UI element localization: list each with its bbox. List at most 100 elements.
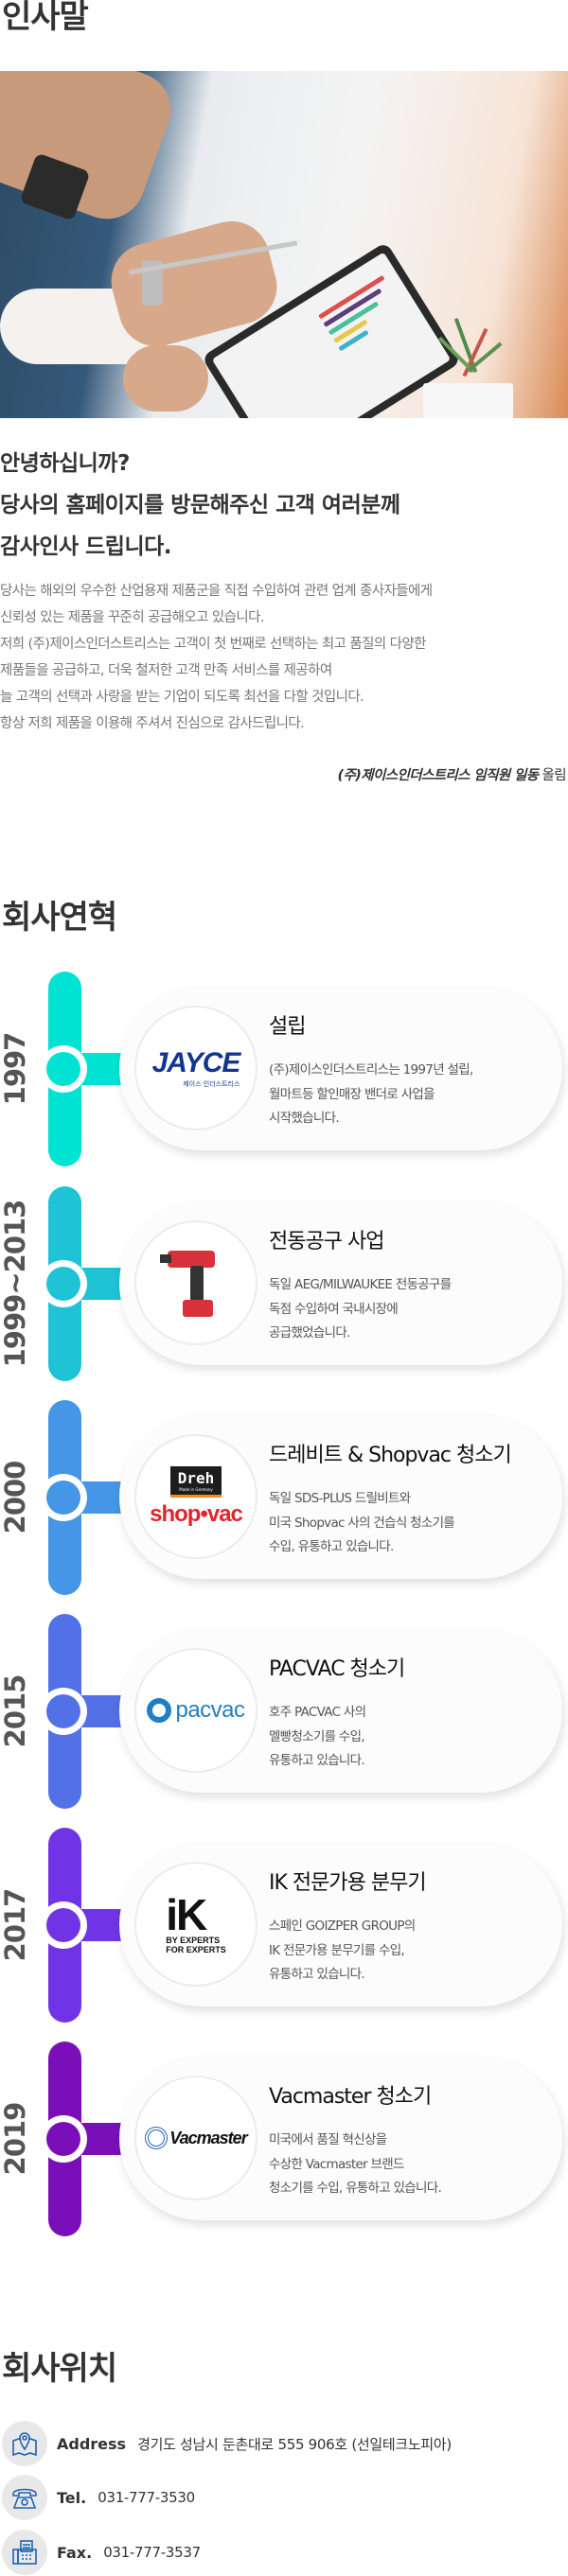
greeting-heading-line: 감사인사 드립니다. xyxy=(0,534,172,559)
signature-suffix: 올림 xyxy=(538,768,567,783)
timeline-title: 전동공구 사업 xyxy=(269,1230,384,1253)
desc-line: 독일 SDS-PLUS 드릴비트와 xyxy=(269,1491,411,1506)
desc-line: 공급했었습니다. xyxy=(269,1325,350,1341)
timeline-connector xyxy=(81,1695,123,1727)
fax-icon xyxy=(2,2530,47,2575)
desc-line: (주)제이스인더스트리스는 1997년 설립, xyxy=(269,1062,473,1078)
timeline-desc: 스페인 GOIZPER GROUP의 IK 전문가용 분무기를 수입, 유통하고… xyxy=(269,1915,416,1988)
desc-line: 독점 수입하여 국내시장에 xyxy=(269,1301,399,1317)
paragraph-line: 늘 고객의 선택과 사랑을 받는 기업이 되도록 최선을 다할 것입니다. xyxy=(0,690,364,705)
tel-label: Tel. xyxy=(57,2488,87,2507)
paragraph-line: 신뢰성 있는 제품을 꾸준히 공급해오고 있습니다. xyxy=(0,610,264,625)
pacvac-logo: pacvac xyxy=(147,1697,245,1724)
greeting-heading: 안녕하십니까? 당사의 홈페이지를 방문해주신 고객 여러분께 감사인사 드립니… xyxy=(0,443,400,568)
timeline-year: 1999~2013 xyxy=(0,1200,31,1368)
timeline-logo: Vacmaster xyxy=(134,2076,257,2200)
timeline-year: 2019 xyxy=(0,2102,31,2176)
timeline-connector xyxy=(81,2123,123,2155)
timeline-title: 설립 xyxy=(269,1015,306,1039)
tel-value[interactable]: 031-777-3530 xyxy=(98,2489,195,2506)
greeting-heading-line: 안녕하십니까? xyxy=(0,451,130,476)
drill-image xyxy=(160,1245,224,1321)
paragraph-line: 당사는 해외의 우수한 산업용재 제품군을 직접 수입하여 관련 업계 종사자들… xyxy=(0,584,433,599)
tel-row: Tel. 031-777-3530 xyxy=(2,2475,195,2520)
timeline-connector xyxy=(81,1053,123,1085)
fax-row: Fax. 031-777-3537 xyxy=(2,2530,201,2575)
timeline-card: pacvac PACVAC 청소기 호주 PACVAC 사의 멜빵청소기를 수입… xyxy=(119,1629,562,1793)
timeline-year: 2015 xyxy=(0,1674,31,1748)
desc-line: 시작했습니다. xyxy=(269,1111,340,1126)
vacmaster-swirl-icon xyxy=(145,2127,169,2149)
timeline-node xyxy=(46,1481,80,1515)
phone-icon xyxy=(2,2475,47,2520)
signature-name: (주)제이스인더스트리스 임직원 일동 xyxy=(337,768,539,783)
timeline-node xyxy=(46,1908,80,1942)
timeline-title: PACVAC 청소기 xyxy=(269,1657,405,1681)
timeline-item: 1999~2013 전동공구 사업 독일 AEG/MILWAUKEE 전동공구를… xyxy=(0,1186,568,1381)
timeline-item: 2015 pacvac PACVAC 청소기 호주 PACVAC 사의 멜빵청소… xyxy=(0,1614,568,1809)
paragraph-line: 항상 저희 제품을 이용해 주셔서 진심으로 감사드립니다. xyxy=(0,716,305,731)
address-value: 경기도 성남시 둔촌대로 555 906호 (선일테크노피아) xyxy=(137,2435,452,2453)
desc-line: 미국 Shopvac 사의 건습식 청소기를 xyxy=(269,1515,455,1531)
desc-line: 멜빵청소기를 수입, xyxy=(269,1728,365,1744)
timeline-desc: 독일 SDS-PLUS 드릴비트와 미국 Shopvac 사의 건습식 청소기를… xyxy=(269,1487,455,1560)
timeline-node xyxy=(46,1052,80,1086)
timeline-card: 전동공구 사업 독일 AEG/MILWAUKEE 전동공구를 독점 수입하여 국… xyxy=(119,1201,562,1365)
timeline-title: IK 전문가용 분무기 xyxy=(269,1871,427,1895)
signature: (주)제이스인더스트리스 임직원 일동 올림 xyxy=(337,764,566,784)
greeting-heading-line: 당사의 홈페이지를 방문해주신 고객 여러분께 xyxy=(0,493,400,517)
timeline-desc: 독일 AEG/MILWAUKEE 전동공구를 독점 수입하여 국내시장에 공급했… xyxy=(269,1273,452,1346)
map-pin-icon xyxy=(2,2421,47,2466)
address-label: Address xyxy=(57,2434,127,2453)
desc-line: 청소기를 수입, 유통하고 있습니다. xyxy=(269,2181,442,2196)
timeline-connector xyxy=(81,1909,123,1941)
timeline-connector xyxy=(81,1268,123,1300)
fax-label: Fax. xyxy=(57,2543,93,2562)
timeline-title: 드레비트 & Shopvac 청소기 xyxy=(269,1444,512,1467)
timeline-desc: 미국에서 품질 혁신상을 수상한 Vacmaster 브랜드 청소기를 수입, … xyxy=(269,2129,442,2201)
timeline-year: 2017 xyxy=(0,1888,31,1962)
desc-line: 월마트등 할인매장 밴더로 사업을 xyxy=(269,1086,435,1102)
timeline-card: Vacmaster Vacmaster 청소기 미국에서 품질 혁신상을 수상한… xyxy=(119,2057,562,2220)
desc-line: 독일 AEG/MILWAUKEE 전동공구를 xyxy=(269,1277,452,1292)
desc-line: 호주 PACVAC 사의 xyxy=(269,1705,366,1720)
timeline-title: Vacmaster 청소기 xyxy=(269,2085,432,2109)
timeline-item: 2019 Vacmaster Vacmaster 청소기 미국에서 품질 혁신상… xyxy=(0,2042,568,2236)
greeting-paragraph: 당사는 해외의 우수한 산업용재 제품군을 직접 수입하여 관련 업계 종사자들… xyxy=(0,578,433,737)
timeline-year: 1997 xyxy=(0,1032,31,1106)
greeting-title: 인사말 xyxy=(2,0,89,36)
desc-line: 스페인 GOIZPER GROUP의 xyxy=(269,1919,416,1934)
timeline-node xyxy=(46,1694,80,1728)
location-title: 회사위치 xyxy=(2,2350,117,2388)
desc-line: 유통하고 있습니다. xyxy=(269,1753,365,1768)
greeting-photo xyxy=(0,71,568,418)
timeline-year: 2000 xyxy=(0,1461,31,1534)
timeline-node xyxy=(46,2122,80,2156)
address-row: Address 경기도 성남시 둔촌대로 555 906호 (선일테크노피아) xyxy=(2,2421,452,2466)
desc-line: IK 전문가용 분무기를 수입, xyxy=(269,1942,405,1958)
timeline-connector xyxy=(81,1481,123,1514)
timeline-node xyxy=(46,1267,80,1301)
timeline-desc: (주)제이스인더스트리스는 1997년 설립, 월마트등 할인매장 밴더로 사업… xyxy=(269,1059,473,1131)
desc-line: 유통하고 있습니다. xyxy=(269,1967,365,1982)
pacvac-swirl-icon xyxy=(147,1698,172,1723)
desc-line: 미국에서 품질 혁신상을 xyxy=(269,2132,387,2147)
timeline-logo xyxy=(134,1220,257,1345)
timeline-logo: pacvac xyxy=(134,1648,257,1773)
paragraph-line: 제품들을 공급하고, 더욱 철저한 고객 만족 서비스를 제공하여 xyxy=(0,663,332,678)
vacmaster-logo: Vacmaster xyxy=(145,2127,248,2149)
fax-value: 031-777-3537 xyxy=(103,2544,201,2561)
desc-line: 수입, 유통하고 있습니다. xyxy=(269,1539,394,1554)
